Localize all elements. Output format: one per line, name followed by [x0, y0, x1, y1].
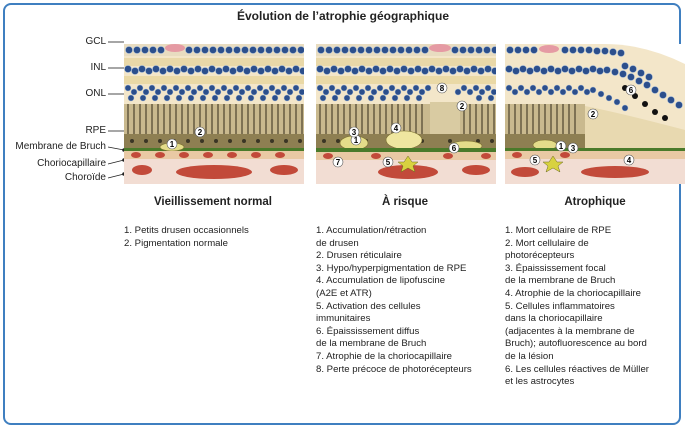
note-item: 1. Petits drusen occasionnels — [124, 225, 249, 236]
marker-p2-8: 8 — [440, 84, 445, 93]
marker-p2-2: 2 — [460, 102, 465, 111]
note-item: et les astrocytes — [505, 376, 575, 388]
marker-p2-1: 1 — [354, 136, 359, 145]
marker-p2-4: 4 — [394, 124, 399, 133]
marker-p3-1: 1 — [559, 142, 564, 151]
marker-p2-5: 5 — [386, 158, 391, 167]
note-item: 4. Atrophie de la choriocapillaire — [505, 287, 641, 299]
marker-p3-5: 5 — [533, 156, 538, 165]
layer-label-rpe: RPE — [85, 125, 106, 136]
atrophic-markers: 1 2 3 4 5 6 — [529, 84, 637, 166]
marker-p2-6: 6 — [452, 144, 457, 153]
layer-label-gcl: GCL — [85, 36, 106, 47]
note-item: (A2E et ATR) — [316, 287, 372, 299]
note-item: 6. Les cellules réactives de Müller — [505, 363, 649, 375]
layer-label-onl: ONL — [85, 88, 106, 99]
note-item: (adjacentes à la membrane de — [505, 325, 635, 337]
panel-at-risk: 1 2 3 4 5 6 7 8 — [316, 44, 496, 184]
note-item: 2. Drusen réticulaire — [316, 250, 402, 262]
note-item: dans la choriocapillaire — [505, 313, 603, 325]
note-item: immunitaires — [316, 313, 371, 325]
marker-p3-3: 3 — [571, 144, 576, 153]
note-item: de la lésion — [505, 350, 554, 362]
retina-illustration-normal: 1 2 — [124, 44, 304, 184]
figure-frame — [3, 3, 681, 425]
marker-p1-2: 2 — [198, 128, 203, 137]
notes-at-risk: 1. Accumulation/rétraction de drusen 2. … — [316, 225, 472, 376]
notes-atrophic: 1. Mort cellulaire de RPE 2. Mort cellul… — [505, 225, 649, 389]
marker-p2-7: 7 — [336, 158, 341, 167]
note-item: 3. Hypo/hyperpigmentation de RPE — [316, 262, 467, 274]
layer-label-inl: INL — [90, 62, 106, 73]
panel-title-normal: Vieillissement normal — [153, 196, 273, 208]
retina-illustration-at-risk: 1 2 3 4 5 6 7 8 — [316, 44, 496, 184]
panel-normal-aging: 1 2 — [124, 44, 304, 184]
note-item: 1. Accumulation/rétraction — [316, 225, 427, 236]
layer-label-bruch: Membrane de Bruch — [15, 141, 106, 152]
note-item: 3. Épaississement focal — [505, 262, 606, 274]
note-item: 6. Épaississement diffus — [316, 325, 420, 337]
note-item: 5. Activation des cellules — [316, 300, 421, 312]
note-item: 8. Perte précoce de photorécepteurs — [316, 363, 472, 375]
note-item: 5. Cellules inflammatoires — [505, 300, 615, 312]
marker-p2-3: 3 — [352, 128, 357, 137]
note-item: Bruch); autofluorescence au bord — [505, 338, 647, 350]
at-risk-markers: 1 2 3 4 5 6 7 8 — [332, 82, 468, 168]
panel-title-at-risk: À risque — [381, 196, 428, 208]
note-item: 2. Mort cellulaire de — [505, 237, 589, 249]
layer-label-choroide: Choroïde — [64, 172, 106, 183]
note-item: 4. Accumulation de lipofuscine — [316, 275, 446, 287]
note-item: 1. Mort cellulaire de RPE — [505, 225, 612, 236]
note-item: 2. Pigmentation normale — [124, 237, 228, 249]
retina-illustration-atrophic: 1 2 3 4 5 6 — [505, 44, 685, 184]
figure-title: Évolution de l’atrophie géographique — [236, 9, 449, 23]
note-item: de drusen — [316, 237, 359, 249]
marker-p1-1: 1 — [170, 140, 175, 149]
marker-p3-2: 2 — [591, 110, 596, 119]
marker-p3-4: 4 — [627, 156, 632, 165]
note-item: de la membrane de Bruch — [505, 275, 616, 287]
panel-atrophic: 1 2 3 4 5 6 — [505, 44, 685, 184]
panel-title-atrophic: Atrophique — [564, 196, 626, 208]
marker-p3-6: 6 — [629, 86, 634, 95]
note-item: photorécepteurs — [505, 250, 575, 262]
notes-normal: 1. Petits drusen occasionnels 2. Pigment… — [124, 225, 249, 250]
note-item: de la membrane de Bruch — [316, 338, 427, 350]
note-item: 7. Atrophie de la choriocapillaire — [316, 350, 452, 362]
layer-label-choriocapillaire: Choriocapillaire — [37, 158, 106, 169]
